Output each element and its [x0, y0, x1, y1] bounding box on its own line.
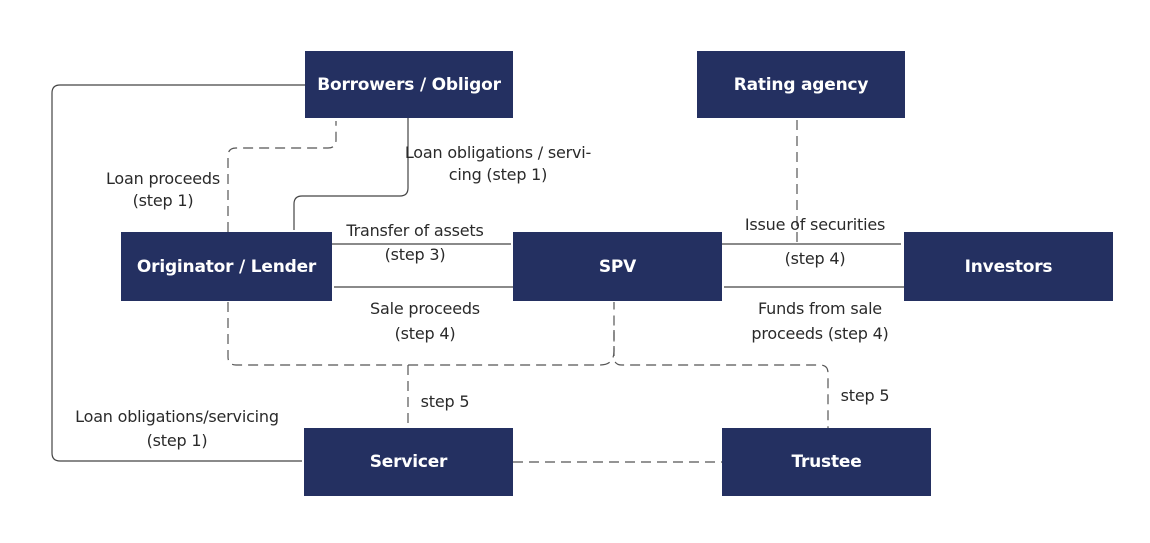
- label-step5-right: step 5: [840, 386, 890, 405]
- label-transfer-of-assets: Transfer of assets (step 3): [346, 221, 484, 264]
- label-loan-proceeds: Loan proceeds (step 1): [105, 169, 220, 210]
- label-loan-obligations-left: Loan obligations/servicing (step 1): [75, 407, 279, 450]
- node-spv: SPV: [513, 232, 722, 301]
- node-investors: Investors: [904, 232, 1113, 301]
- connector-loan-obligations-top: [293, 118, 409, 230]
- node-rating-agency: Rating agency: [697, 51, 905, 118]
- label-loan-obligations-top: Loan obligations / servi- cing (step 1): [404, 143, 592, 184]
- label-step5-left: step 5: [420, 392, 470, 411]
- node-servicer: Servicer: [304, 428, 513, 496]
- node-borrowers: Borrowers / Obligor: [305, 51, 513, 118]
- node-originator: Originator / Lender: [121, 232, 332, 301]
- label-funds-from-sale: Funds from sale proceeds (step 4): [751, 299, 889, 343]
- connector-loan-proceeds: [227, 121, 337, 232]
- connector-originator-to-servicer-loop: [227, 302, 615, 366]
- connector-spv-to-trustee: [613, 330, 829, 428]
- label-issue-of-securities: Issue of securities (step 4): [744, 215, 886, 268]
- label-sale-proceeds: Sale proceeds (step 4): [370, 299, 480, 343]
- connector-borrowers-to-servicer: [51, 84, 305, 462]
- node-trustee: Trustee: [722, 428, 931, 496]
